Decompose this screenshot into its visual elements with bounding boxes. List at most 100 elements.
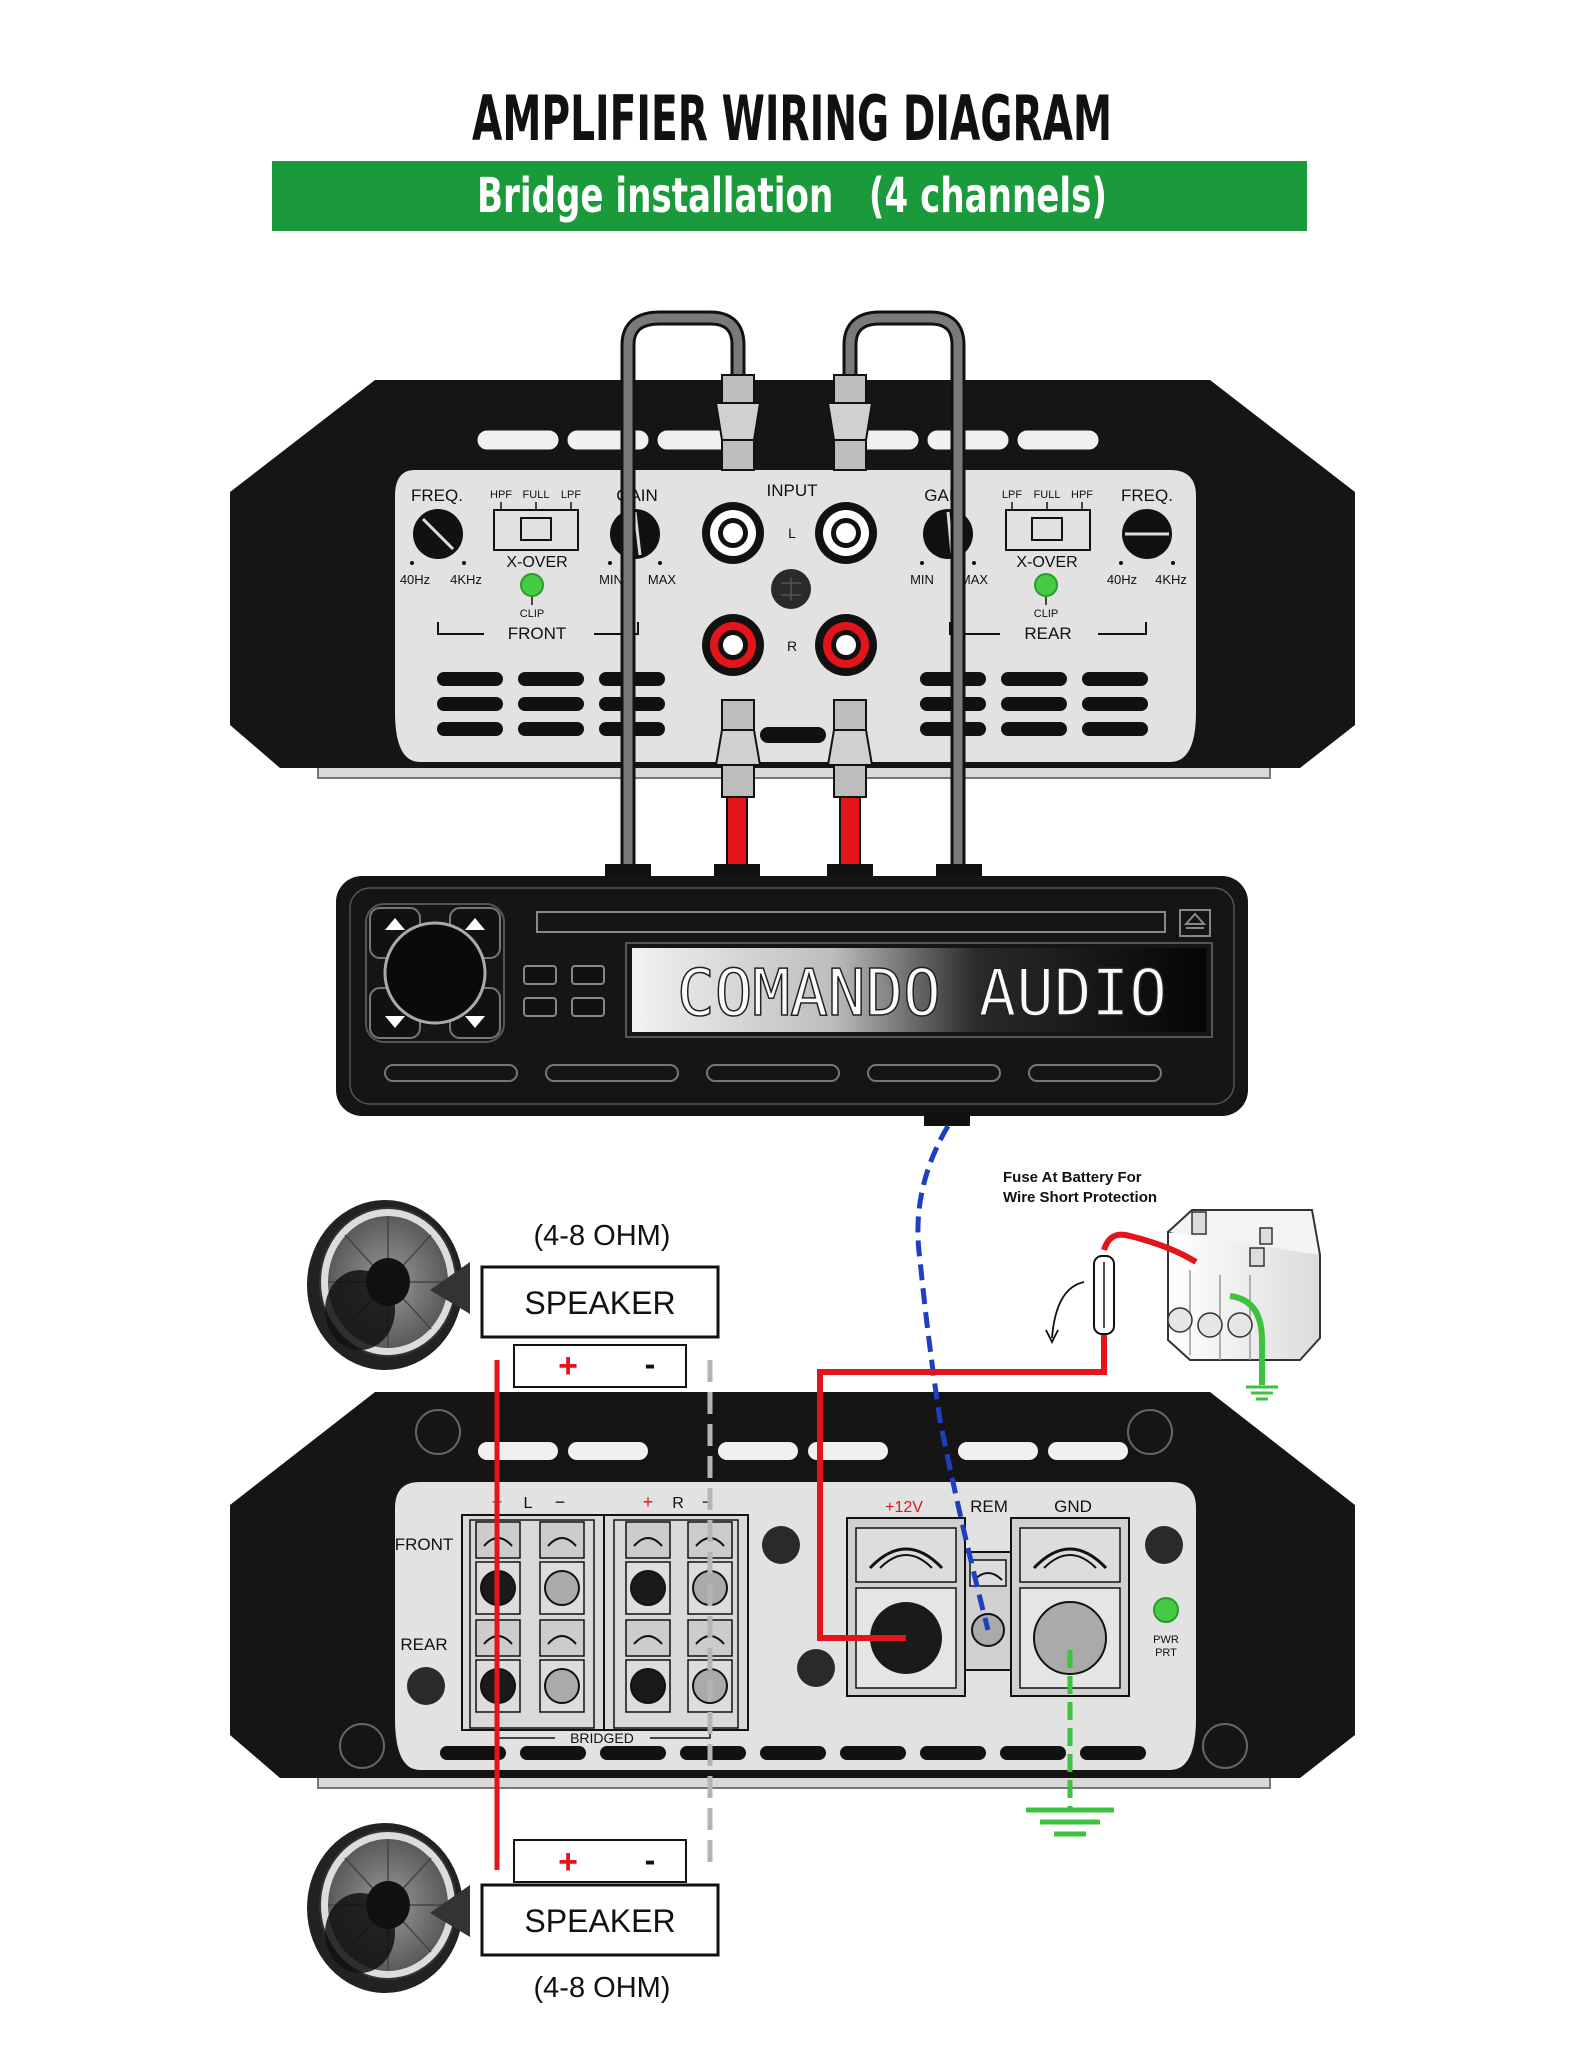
nav-pad [365,903,505,1043]
bottom-amplifier: FRONT REAR + L − + R − [230,1392,1355,1789]
top-amp-rear-controls: GAIN MIN MAX LPF FULL HPF X-OVER CLIP FR… [910,486,1187,643]
head-unit: COMANDO AUDIO [336,876,1248,1126]
bottom-panel-screw-mid-bottom [797,1649,835,1687]
input-left-label: L [788,525,796,541]
power-gnd-label: GND [1054,1497,1092,1516]
rca-cables [605,310,982,880]
front-freq-label: FREQ. [411,486,463,505]
subtitle-banner [272,161,1307,231]
front-xover-ticks [500,502,572,510]
speaker-terminal-block: + L − + R − [461,1492,749,1746]
amp-ground-icon [1026,1807,1114,1837]
battery-ground-icon [1246,1385,1278,1401]
eject-icon [1183,912,1207,929]
speaker-top: (4-8 OHM) SPEAKER + - [307,1200,720,1388]
speaker-bottom-terminal-box [513,1839,687,1883]
arrow-down-icon [385,1016,405,1028]
bottom-rear-label: REAR [400,1635,447,1654]
rca-plug-top-left [714,374,762,471]
head-unit-bottom-slots [384,1064,1162,1082]
rca-plug-bottom-right [826,699,874,798]
power-rem-label: REM [970,1497,1008,1516]
bottom-panel-screw-mid-top [762,1526,800,1564]
rca-input-right-2[interactable] [815,614,877,676]
rca-cable-red-left [726,794,748,871]
front-freq-min: 40Hz [400,572,430,587]
terminal-gnd[interactable] [1010,1517,1130,1697]
term-right-r: R [672,1495,684,1512]
speaker-top-terminal-box [513,1344,687,1388]
speaker-top-impedance: (4-8 OHM) [534,1220,671,1252]
front-xover-switch[interactable] [520,517,552,541]
rear-freq-max: 4KHz [1155,572,1187,587]
front-clip-led [520,573,544,597]
rca-input-left-1[interactable] [702,502,764,564]
rear-freq-dot-max [1171,561,1175,565]
pwr-label-line2: PRT [1155,1647,1177,1659]
arrow-up-icon [465,918,485,930]
power-protect-led [1153,1597,1179,1623]
fuse-note: Fuse At Battery For Wire Short Protectio… [1003,1169,1157,1206]
rear-freq-dot-min [1119,561,1123,565]
volume-knob[interactable] [383,921,487,1025]
speaker-bottom-impedance: (4-8 OHM) [534,1972,671,2004]
top-amp-control-panel [395,470,1196,762]
front-xover-hpf: HPF [490,489,512,501]
arrow-down-icon [465,1016,485,1028]
rear-gain-dot-min [920,561,924,565]
pwr-label-line1: PWR [1153,1634,1179,1646]
wires [494,1124,1278,1870]
terminal-rear-right-plus[interactable] [625,1619,671,1713]
power-12v-label: +12V [885,1499,923,1516]
rca-cable-left-loop-core [623,313,743,870]
preset-button-3[interactable] [523,997,557,1017]
page-subtitle: Bridge installation (4 channels) [477,168,1107,224]
front-freq-knob-indicator [421,517,455,551]
rear-section-label: REAR [1024,624,1071,643]
remote-wire [915,1124,991,1631]
term-right-minus: − [702,1492,713,1512]
terminal-rear-left-minus[interactable] [539,1619,585,1713]
speaker-top-label-box [480,1265,720,1339]
rca-input-right-1[interactable] [702,614,764,676]
preset-button-2[interactable] [571,965,605,985]
rear-xover-switch[interactable] [1031,517,1063,541]
terminal-rem[interactable] [964,1551,1012,1671]
rca-input-left-2[interactable] [815,502,877,564]
front-gain-dot-min [608,561,612,565]
rear-xover-full: FULL [1034,489,1061,501]
bottom-front-label: FRONT [395,1535,454,1554]
top-amp-inputs: INPUT L R [702,481,877,676]
lcd-display [632,948,1206,1032]
terminal-12v[interactable] [846,1517,966,1697]
front-freq-dot-max [462,561,466,565]
rear-xover-hpf: HPF [1071,489,1093,501]
arrow-up-icon [385,918,405,930]
front-section-label: FRONT [508,624,567,643]
rca-cable-right-loop-core [845,313,963,870]
top-amplifier: FREQ. 40Hz 4KHz HPF FULL LPF X-OVER CLIP… [230,380,1355,779]
header: AMPLIFIER WIRING DIAGRAM Bridge installa… [272,82,1307,231]
bottom-amp-bottom-vents [440,1746,1146,1760]
preset-button-4[interactable] [571,997,605,1017]
terminal-front-left-minus[interactable] [539,1521,585,1615]
front-clip-label: CLIP [520,608,544,620]
arrow-head-icon [1045,1329,1059,1345]
term-left-l: L [524,1495,533,1512]
front-gain-knob-indicator [633,511,642,556]
rear-gain-max: MAX [960,572,989,587]
power-wire [817,1328,1107,1641]
term-left-minus: − [555,1492,566,1512]
fuse-open-arrow [1051,1281,1085,1339]
battery [1167,1209,1321,1361]
terminal-front-right-plus[interactable] [625,1521,671,1615]
remote-out-connector [924,1112,970,1126]
bottom-panel-screw-left [407,1667,445,1705]
preset-buttons [523,965,605,1017]
eject-button[interactable] [1179,909,1211,937]
front-xover-lpf: LPF [561,489,581,501]
front-freq-dot-min [410,561,414,565]
preset-button-1[interactable] [523,965,557,985]
speaker-top-minus: - [645,1346,656,1382]
